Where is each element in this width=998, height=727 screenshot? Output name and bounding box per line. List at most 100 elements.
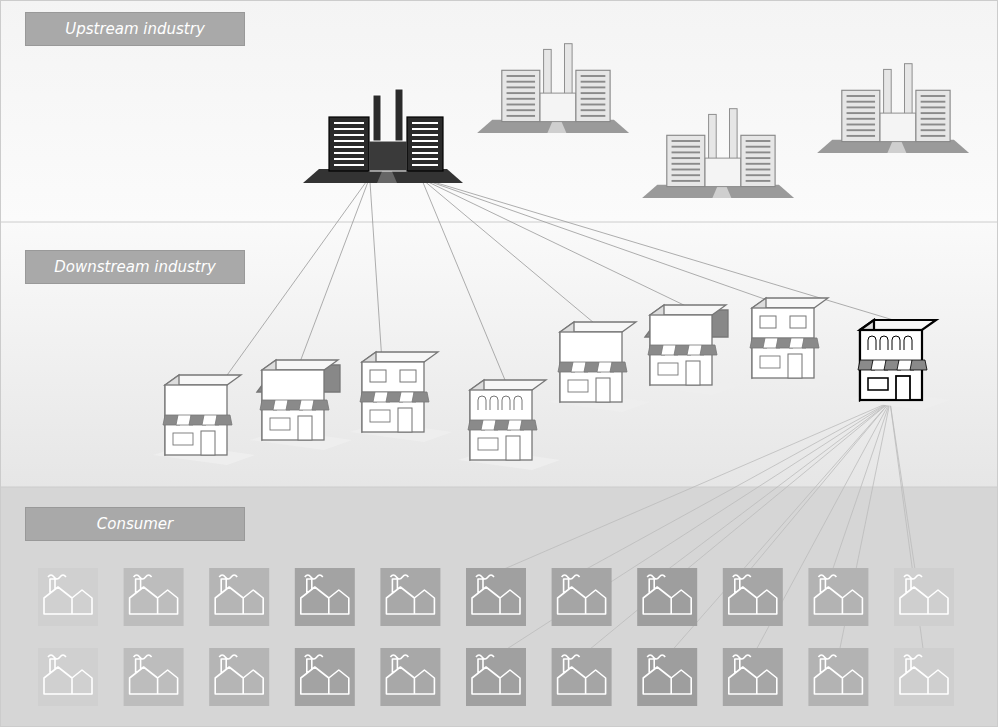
band-label: Upstream industry — [25, 12, 245, 46]
house-icon — [729, 655, 777, 694]
hall — [880, 113, 916, 142]
chimney — [884, 69, 892, 117]
building-stripe — [672, 174, 701, 176]
building-stripe — [334, 146, 364, 148]
shop-window — [760, 356, 780, 368]
house-tile — [637, 568, 697, 626]
building-stripe — [412, 140, 438, 142]
house-tile — [38, 568, 98, 626]
shop-icon — [548, 322, 650, 412]
hall — [705, 158, 741, 187]
shop-window — [400, 370, 416, 382]
hall — [369, 141, 407, 171]
building-stripe — [672, 140, 701, 142]
shop-window — [370, 370, 386, 382]
chimney — [565, 44, 573, 97]
supply-line — [300, 181, 368, 362]
consumer-house — [38, 648, 98, 706]
building-stripe — [672, 169, 701, 171]
shop-door — [686, 361, 700, 385]
house-tile — [552, 648, 612, 706]
shop-awning — [163, 415, 232, 425]
shop-awning — [750, 338, 819, 348]
building — [667, 135, 705, 186]
building-stripe — [412, 128, 438, 130]
house-tile — [723, 568, 783, 626]
house-icon — [900, 655, 948, 694]
house-icon — [301, 575, 349, 614]
building-stripe — [412, 122, 438, 124]
building-stripe — [507, 104, 536, 106]
shop-awning — [858, 360, 927, 370]
shop-door — [398, 408, 412, 432]
consumer-line — [496, 402, 890, 656]
building-stripe — [581, 98, 606, 100]
consumer-line — [659, 402, 890, 576]
house-icon — [558, 655, 606, 694]
building-stripe — [334, 152, 364, 154]
industry-band: Upstream industry — [0, 0, 998, 222]
building-stripe — [507, 86, 536, 88]
building-stripe — [507, 98, 536, 100]
shop-window — [173, 433, 193, 445]
consumer-house — [295, 568, 355, 626]
shop-window — [760, 316, 776, 328]
hall — [540, 93, 576, 122]
shop-awning — [468, 420, 537, 430]
shop-awning — [360, 392, 429, 402]
awning-stripe — [312, 400, 329, 410]
chimney — [544, 49, 552, 97]
consumer-house — [209, 648, 269, 706]
factory-icon — [477, 44, 629, 133]
building-stripe — [334, 158, 364, 160]
house-icon — [44, 655, 92, 694]
building-stripe — [847, 95, 876, 97]
shop-icon — [350, 352, 452, 442]
chimney — [730, 109, 738, 162]
awning-stripe — [520, 420, 537, 430]
consumer-house — [723, 568, 783, 626]
building-stripe — [847, 106, 876, 108]
supply-line — [424, 181, 600, 328]
house-icon — [130, 575, 178, 614]
building-stripe — [412, 146, 438, 148]
consumer-house — [808, 568, 868, 626]
building-stripe — [507, 109, 536, 111]
building — [502, 70, 540, 121]
shop-door — [896, 376, 910, 400]
house-tile — [808, 648, 868, 706]
shop-arch — [904, 336, 912, 350]
house-tile — [723, 648, 783, 706]
consumer-house — [295, 648, 355, 706]
consumer-house — [380, 648, 440, 706]
band-ground — [0, 222, 998, 487]
house-tile — [295, 568, 355, 626]
shop-window — [370, 410, 390, 422]
consumer-house — [552, 568, 612, 626]
building-stripe — [581, 115, 606, 117]
consumer-line — [488, 402, 890, 576]
house-icon — [472, 655, 520, 694]
building-stripe — [672, 163, 701, 165]
house-tile — [209, 648, 269, 706]
building-stripe — [847, 135, 876, 137]
house-tile — [894, 568, 954, 626]
building-stripe — [746, 163, 771, 165]
consumer-house — [723, 648, 783, 706]
building — [741, 135, 775, 186]
supply-line — [430, 181, 900, 322]
house-tile — [466, 568, 526, 626]
awning-stripe — [215, 415, 232, 425]
consumer-line — [582, 402, 890, 656]
industry-band: Consumer — [0, 487, 998, 727]
shop-arch — [490, 396, 498, 410]
building-stripe — [921, 129, 946, 131]
factory-icon — [642, 109, 794, 198]
consumer-house — [466, 648, 526, 706]
supply-line — [225, 181, 367, 378]
shop-arch — [478, 396, 486, 410]
building-stripe — [412, 152, 438, 154]
building-stripe — [507, 115, 536, 117]
